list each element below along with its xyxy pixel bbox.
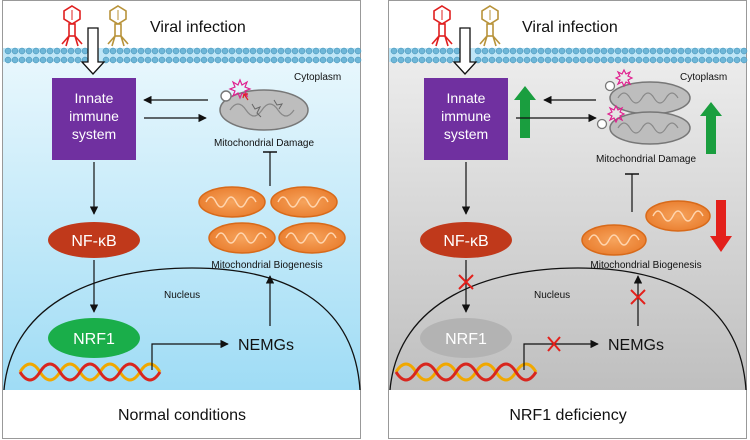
mitochondrion-icon — [208, 222, 276, 254]
innate-label-line1: Innate — [75, 90, 114, 106]
mitochondrion-icon — [270, 186, 338, 218]
up-arrow-icon — [514, 86, 536, 138]
entry-arrow — [452, 27, 478, 75]
innate-label-line2: immune — [69, 108, 119, 124]
mitochondrion-icon — [219, 78, 309, 131]
nfkb-node — [48, 222, 140, 258]
nrf1-label: NRF1 — [445, 331, 487, 348]
innate-immune-box — [52, 78, 136, 160]
caption-deficiency: NRF1 deficiency — [509, 407, 626, 424]
nemgs-label: NEMGs — [608, 337, 664, 354]
nfkb-node — [420, 222, 512, 258]
membrane-icon — [389, 47, 748, 64]
virus-icon — [479, 5, 501, 47]
block-x-icon — [458, 274, 474, 290]
innate-label-line3: system — [444, 126, 488, 142]
nrf1-node — [48, 318, 140, 358]
mitochondrion-icon — [278, 222, 346, 254]
nucleus-label: Nucleus — [534, 290, 570, 301]
viral-infection-label: Viral infection — [522, 19, 618, 36]
mitochondrion-icon — [604, 68, 691, 115]
virus-icon — [107, 5, 129, 47]
dna-icon — [18, 362, 162, 382]
nucleus-membrane — [389, 267, 747, 391]
transcription-arrow — [523, 339, 599, 370]
block-x-icon — [630, 289, 646, 305]
mito-biogenesis-label: Mitochondrial Biogenesis — [590, 260, 701, 271]
mitochondrion-icon — [581, 224, 647, 256]
mitochondrion-icon — [596, 104, 691, 145]
block-x-icon — [547, 336, 561, 352]
innate-label-line2: immune — [441, 108, 491, 124]
virus-icon — [61, 5, 83, 47]
viral-infection-label: Viral infection — [150, 19, 246, 36]
cytoplasm-label: Cytoplasm — [294, 72, 341, 83]
nemgs-label: NEMGs — [238, 337, 294, 354]
transcription-arrow — [151, 339, 229, 370]
deficiency-diagram: Viral infection Cytoplasm Innate immune … — [388, 0, 748, 439]
panel-nrf1-deficiency: Viral infection Cytoplasm Innate immune … — [388, 0, 748, 440]
down-arrow-icon — [710, 200, 732, 252]
normal-diagram: Viral infection Cytoplasm Innate immune … — [2, 0, 362, 439]
mitochondrion-icon — [645, 200, 711, 232]
nfkb-label: NF-κB — [71, 233, 116, 250]
nrf1-node-inactive — [420, 318, 512, 358]
virus-icon — [431, 5, 453, 47]
nucleus-label: Nucleus — [164, 290, 200, 301]
innate-label-line3: system — [72, 126, 116, 142]
nucleus-membrane — [3, 267, 361, 391]
caption-normal: Normal conditions — [118, 407, 246, 424]
mito-biogenesis-label: Mitochondrial Biogenesis — [211, 260, 322, 271]
mitochondrion-icon — [198, 186, 266, 218]
up-arrow-icon — [700, 102, 722, 154]
cytoplasm-label: Cytoplasm — [680, 72, 727, 83]
mito-damage-label: Mitochondrial Damage — [596, 154, 696, 165]
innate-label-line1: Innate — [447, 90, 486, 106]
nrf1-label: NRF1 — [73, 331, 115, 348]
entry-arrow — [80, 27, 106, 75]
mito-damage-label: Mitochondrial Damage — [214, 138, 314, 149]
dna-icon — [394, 362, 538, 382]
panel-normal-conditions: Viral infection Cytoplasm Innate immune … — [2, 0, 362, 440]
nfkb-label: NF-κB — [443, 233, 488, 250]
innate-immune-box — [424, 78, 508, 160]
membrane-icon — [3, 47, 362, 64]
